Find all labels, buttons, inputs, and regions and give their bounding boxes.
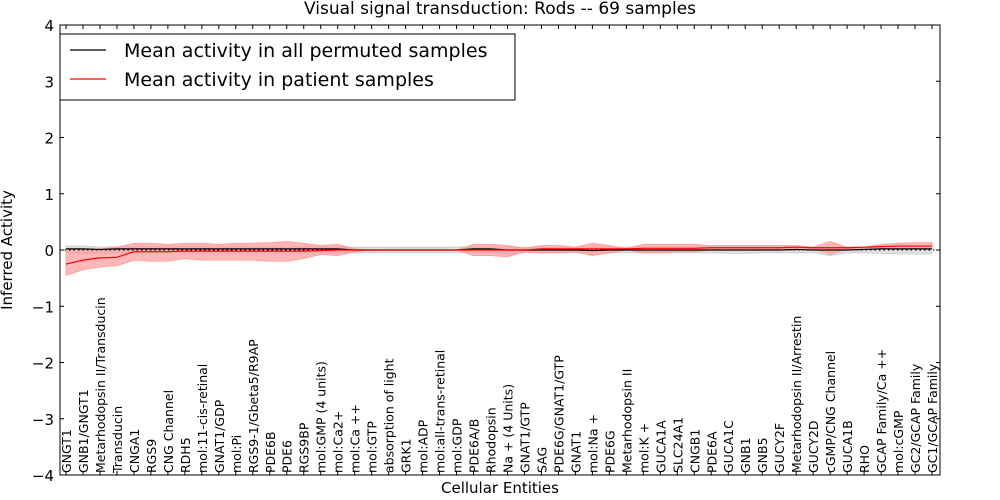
legend-label: Mean activity in all permuted samples xyxy=(124,40,487,62)
x-tick-label: mol:GMP (4 units) xyxy=(314,361,329,473)
y-tick-label: −1 xyxy=(32,298,54,316)
x-tick-label: RDH5 xyxy=(178,437,193,473)
x-tick-label: mol:Na + xyxy=(585,414,600,473)
x-axis-label: Cellular Entities xyxy=(441,479,559,497)
x-tick-label: mol:GDP xyxy=(450,418,465,473)
x-tick-label: GCAP Family/Ca ++ xyxy=(874,349,889,473)
chart-title: Visual signal transduction: Rods -- 69 s… xyxy=(304,0,696,19)
x-tick-label: CNGA1 xyxy=(127,429,142,473)
x-tick-label: GNGT1 xyxy=(59,429,74,473)
legend: Mean activity in all permuted samplesMea… xyxy=(59,33,516,101)
x-tick-label: mol:Pi xyxy=(229,435,244,473)
x-tick-label: GUCA1A xyxy=(653,420,668,473)
x-tick-label: GUCY2F xyxy=(772,423,787,473)
y-tick-label: 1 xyxy=(44,186,54,204)
x-tick-label: Metarhodopsin II/Transducin xyxy=(93,297,108,473)
x-tick-label: SAG xyxy=(534,447,549,473)
band-patient xyxy=(65,241,933,276)
x-tick-label: cGMP/CNG Channel xyxy=(823,351,838,473)
x-tick-label: PDE6 xyxy=(280,440,295,473)
y-tick-label: −2 xyxy=(32,355,54,373)
x-tick-label: mol:GTP xyxy=(365,421,380,473)
x-tick-label: Metarhodopsin II xyxy=(619,369,634,473)
y-tick-label: 2 xyxy=(44,130,54,148)
x-tick-label: GNB1 xyxy=(738,437,753,473)
x-tick-label: mol:all-trans-retinal xyxy=(433,350,448,473)
x-tick-label: GNAT1/GDP xyxy=(212,399,227,473)
x-tick-label: mol:Ca2+ xyxy=(331,411,346,473)
x-tick-label: RHO xyxy=(857,445,872,473)
x-tick-label: GNB5 xyxy=(755,437,770,473)
x-tick-label: mol:K + xyxy=(636,423,651,473)
x-tick-label: GNAT1 xyxy=(568,431,583,473)
x-tick-label: GUCA1B xyxy=(840,420,855,473)
x-tick-label: GRK1 xyxy=(399,438,414,473)
x-tick-label: RGS9-1/Gbeta5/R9AP xyxy=(246,339,261,473)
y-tick-label: −4 xyxy=(32,467,54,485)
x-tick-label: GC1/GCAP Family xyxy=(925,363,940,473)
x-tick-label: RGS9BP xyxy=(297,422,312,473)
x-tick-label: mol:Ca ++ xyxy=(348,404,363,473)
x-tick-label: PDE6B xyxy=(263,431,278,473)
y-tick-label: −3 xyxy=(32,411,54,429)
x-tick-label: SLC24A1 xyxy=(670,417,685,473)
legend-label: Mean activity in patient samples xyxy=(124,69,434,91)
x-tick-label: GC2/GCAP Family xyxy=(908,363,923,473)
y-tick-label: 0 xyxy=(44,242,54,260)
x-tick-label: Rhodopsin xyxy=(484,407,499,473)
x-tick-label: mol:ADP xyxy=(416,419,431,473)
legend-box xyxy=(59,33,516,101)
x-tick-label: PDE6A xyxy=(704,431,719,473)
x-tick-label: GUCY2D xyxy=(806,420,821,473)
y-tick-label: 4 xyxy=(44,17,54,35)
x-tick-label: mol:11-cis-retinal xyxy=(195,364,210,473)
x-tick-label: PDE6G xyxy=(602,430,617,473)
x-tick-label: GNB1/GNGT1 xyxy=(76,389,91,473)
x-tick-label: Metarhodopsin II/Arrestin xyxy=(789,316,804,473)
y-tick-label: 3 xyxy=(44,73,54,91)
series-line-patient xyxy=(65,245,932,265)
x-tick-label: absorption of light xyxy=(382,358,397,473)
x-tick-label: PDE6A/B xyxy=(467,419,482,473)
x-tick-label: CNG Channel xyxy=(161,390,176,473)
x-tick-label: Transducin xyxy=(110,406,125,474)
x-tick-label: RGS9 xyxy=(144,439,159,473)
y-axis-label: Inferred Activity xyxy=(0,190,16,310)
x-tick-label: GNAT1/GTP xyxy=(517,402,532,473)
x-tick-label: GUCA1C xyxy=(721,420,736,473)
x-tick-label: CNGB1 xyxy=(687,429,702,473)
x-tick-label: mol:cGMP xyxy=(891,410,906,473)
x-tick-label: PDE6G/GNAT1/GTP xyxy=(551,355,566,473)
x-tick-label: Na + (4 Units) xyxy=(500,384,515,473)
